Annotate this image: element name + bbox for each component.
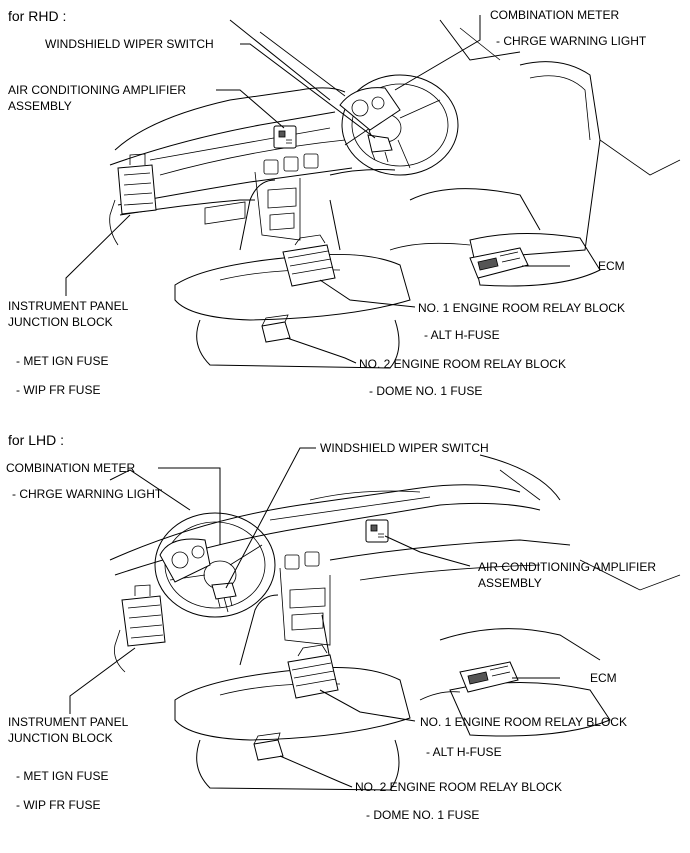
rhd-ac-amplifier-label-line2: ASSEMBLY <box>8 99 72 113</box>
lhd-relay-block-2-label: NO. 2 ENGINE ROOM RELAY BLOCK <box>355 780 562 794</box>
rhd-cabin-drawing <box>65 15 681 369</box>
rhd-wip-fr-fuse-label: - WIP FR FUSE <box>16 383 101 397</box>
lhd-ac-amplifier-label-line2: ASSEMBLY <box>478 576 542 590</box>
rhd-leader-junction-block <box>65 214 131 296</box>
rhd-alt-h-fuse-label: - ALT H-FUSE <box>424 328 500 342</box>
rhd-combination-meter-label: COMBINATION METER <box>490 8 620 22</box>
lhd-combination-meter-label: COMBINATION METER <box>6 461 136 475</box>
lhd-junction-block-label-line2: JUNCTION BLOCK <box>8 731 113 745</box>
lhd-leader-junction-block <box>69 647 136 714</box>
rhd-leader-ac-amplifier <box>216 89 285 129</box>
rhd-leader-relay-block-1 <box>319 279 416 308</box>
lhd-relay-block-1-label: NO. 1 ENGINE ROOM RELAY BLOCK <box>420 715 627 729</box>
lhd-dome-fuse-label: - DOME NO. 1 FUSE <box>366 808 480 822</box>
lhd-leader-relay-block-2 <box>279 755 353 788</box>
lhd-leader-relay-block-1 <box>319 689 416 722</box>
rhd-ac-amplifier-label-line1: AIR CONDITIONING AMPLIFIER <box>8 83 187 97</box>
rhd-charge-warning-light-label: - CHRGE WARNING LIGHT <box>496 34 647 48</box>
rhd-junction-block-label-line2: JUNCTION BLOCK <box>8 315 113 329</box>
lhd-wip-fr-fuse-label: - WIP FR FUSE <box>16 798 101 812</box>
lhd-leader-wiper-switch <box>225 447 316 589</box>
lhd-cabin-drawing <box>69 447 681 791</box>
lhd-heading: for LHD : <box>8 432 65 448</box>
rhd-leader-combination-meter <box>394 15 481 91</box>
rhd-ecm-label: ECM <box>598 259 625 273</box>
rhd-relay-block-2-label: NO. 2 ENGINE ROOM RELAY BLOCK <box>359 357 566 371</box>
rhd-leader-wiper-switch <box>240 43 376 139</box>
lhd-leader-ac-amplifier <box>384 535 471 567</box>
lhd-met-ign-fuse-label: - MET IGN FUSE <box>16 769 109 783</box>
rhd-relay-block-1-label: NO. 1 ENGINE ROOM RELAY BLOCK <box>418 301 625 315</box>
lhd-junction-block-label-line1: INSTRUMENT PANEL <box>8 715 129 729</box>
lhd-leader-combination-meter <box>158 467 221 545</box>
rhd-leader-relay-block-2 <box>286 337 357 364</box>
rhd-junction-block-label-line1: INSTRUMENT PANEL <box>8 299 129 313</box>
rhd-heading: for RHD : <box>8 8 67 24</box>
lhd-wiper-switch-label: WINDSHIELD WIPER SWITCH <box>320 441 489 455</box>
lhd-alt-h-fuse-label: - ALT H-FUSE <box>426 745 502 759</box>
lhd-ecm-label: ECM <box>590 671 617 685</box>
lhd-ac-amplifier-label-line1: AIR CONDITIONING AMPLIFIER <box>478 560 657 574</box>
rhd-met-ign-fuse-label: - MET IGN FUSE <box>16 354 109 368</box>
rhd-wiper-switch-label: WINDSHIELD WIPER SWITCH <box>45 37 214 51</box>
lhd-charge-warning-light-label: - CHRGE WARNING LIGHT <box>12 487 163 501</box>
rhd-dome-fuse-label: - DOME NO. 1 FUSE <box>369 384 483 398</box>
